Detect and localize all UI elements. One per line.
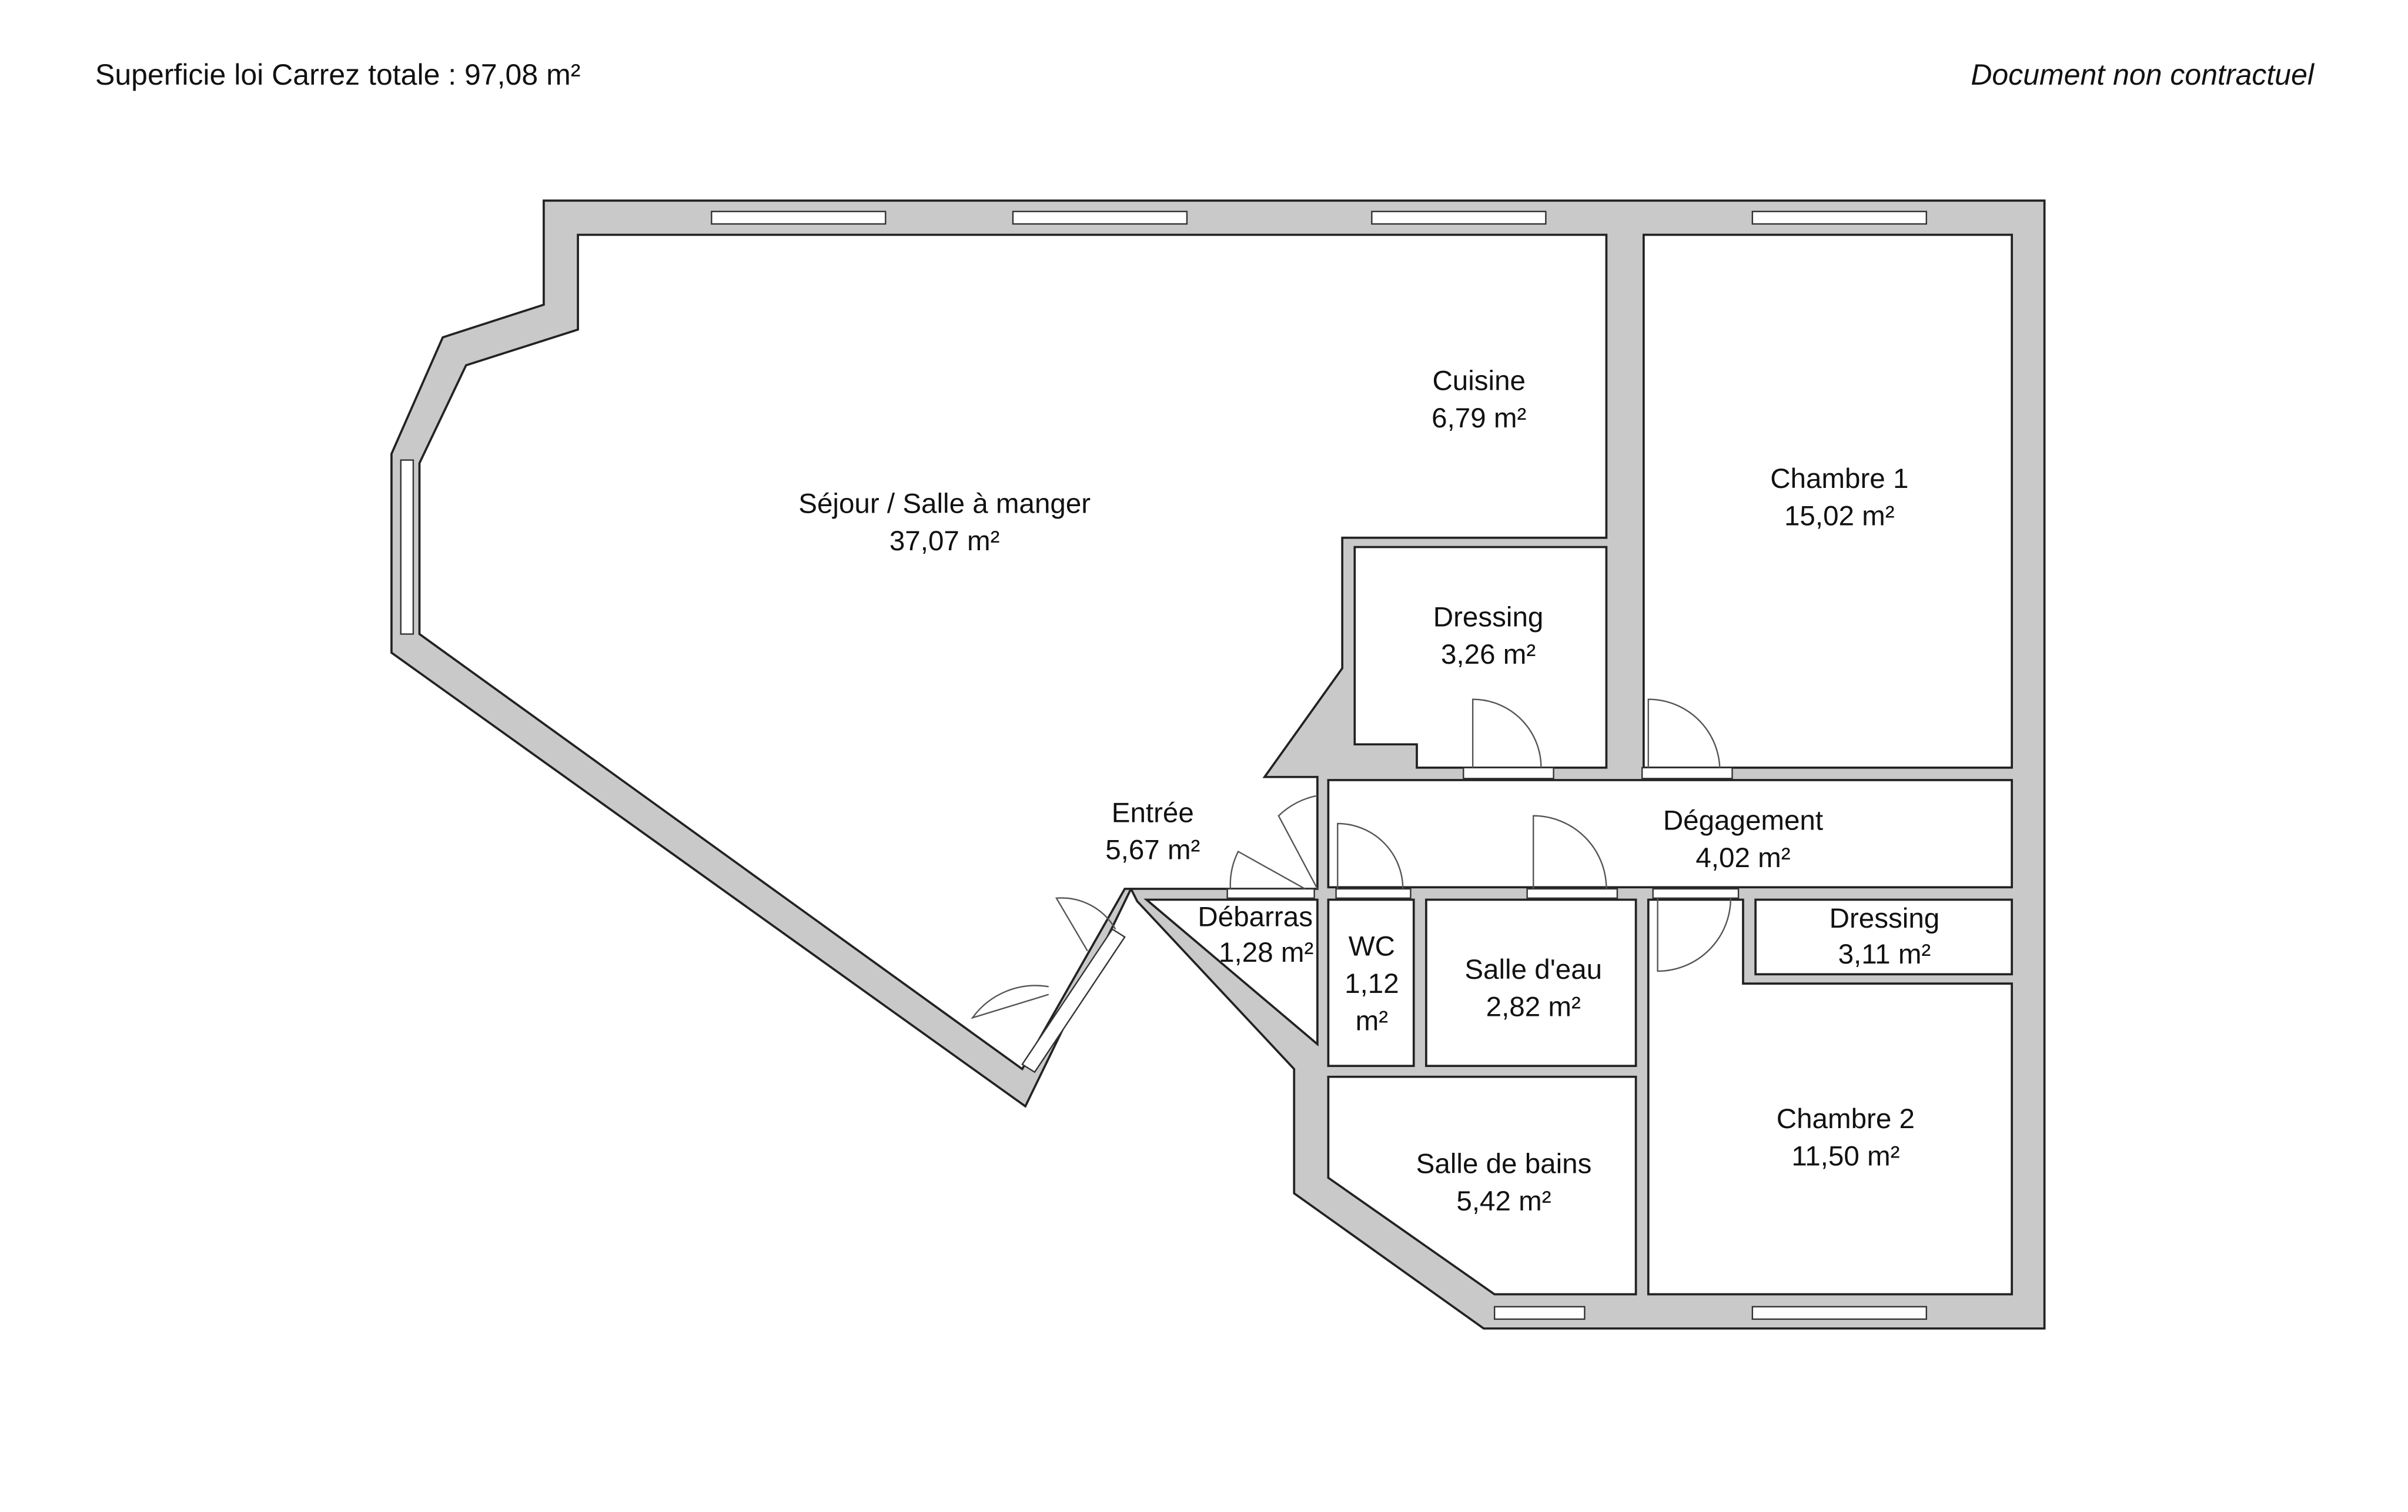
- room-dressing-2: [1754, 898, 2013, 976]
- room-area: 1,28 m²: [1219, 937, 1313, 968]
- total-area-label: Superficie loi Carrez totale : 97,08 m²: [95, 58, 581, 91]
- room-area: 3,26 m²: [1441, 639, 1536, 670]
- room-degagement: [1327, 779, 2013, 889]
- room-area: 2,82 m²: [1486, 992, 1581, 1023]
- room-area: 3,11 m²: [1838, 939, 1931, 970]
- room-name: Entrée: [1112, 797, 1194, 828]
- room-area: 6,79 m²: [1432, 403, 1526, 434]
- room-chambre-1: [1643, 233, 2013, 769]
- room-area: 1,12: [1345, 968, 1399, 999]
- room-name: Chambre 1: [1770, 463, 1908, 494]
- room-area: 37,07 m²: [889, 526, 1000, 557]
- room-dressing-1: [1353, 546, 1608, 769]
- room-name: Dressing: [1830, 903, 1940, 934]
- room-area-unit: m²: [1356, 1005, 1388, 1036]
- room-name: Salle d'eau: [1464, 954, 1602, 985]
- room-area: 5,42 m²: [1456, 1186, 1551, 1217]
- room-area: 11,50 m²: [1791, 1140, 1899, 1172]
- room-name: Cuisine: [1432, 366, 1526, 397]
- windows: [400, 210, 1927, 1320]
- room-area: 4,02 m²: [1695, 842, 1790, 874]
- room-area: 15,02 m²: [1784, 501, 1895, 532]
- room-debarras: [1143, 898, 1319, 1047]
- room-salle-deau: [1425, 898, 1637, 1068]
- disclaimer-label: Document non contractuel: [1971, 58, 2314, 91]
- room-wc: [1327, 898, 1415, 1068]
- room-name: Débarras: [1198, 901, 1313, 932]
- room-area: 5,67 m²: [1105, 835, 1200, 866]
- room-name: Séjour / Salle à manger: [798, 488, 1091, 519]
- room-chambre-2: [1647, 898, 2013, 1296]
- room-name: Dressing: [1433, 601, 1544, 633]
- doors: [971, 698, 1732, 1019]
- room-name: Salle de bains: [1416, 1149, 1592, 1180]
- room-name: Chambre 2: [1777, 1103, 1915, 1135]
- room-name: Dégagement: [1663, 805, 1823, 837]
- room-salle-de-bains: [1327, 1075, 1637, 1296]
- room-name: WC: [1349, 931, 1395, 962]
